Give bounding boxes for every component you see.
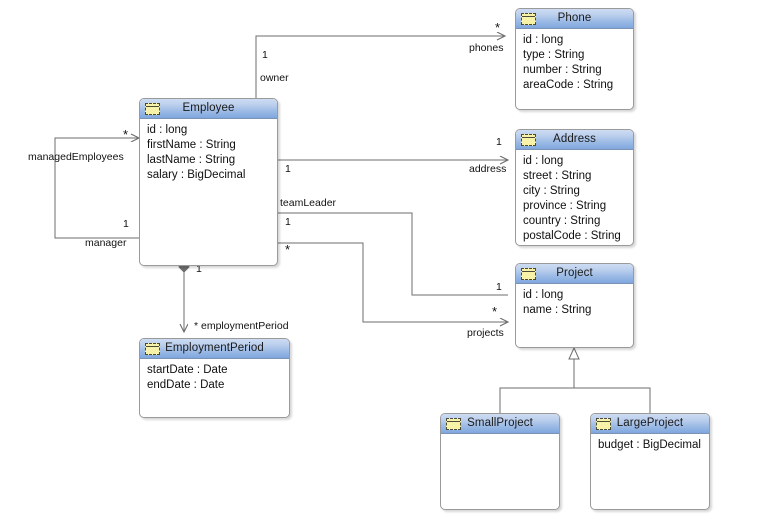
attribute-item: city : String xyxy=(523,185,580,197)
attribute-item: street : String xyxy=(523,170,592,182)
multiplicity-address-target: 1 xyxy=(496,136,502,148)
class-name-project: Project xyxy=(556,266,593,279)
class-box-small-project[interactable]: SmallProject xyxy=(440,413,560,510)
role-label-managed-employees: managedEmployees xyxy=(28,151,124,163)
attribute-item: name : String xyxy=(523,304,592,316)
class-header-address: Address xyxy=(516,130,633,150)
multiplicity-address-source: 1 xyxy=(285,163,291,175)
role-label-address: address xyxy=(469,163,507,175)
multiplicity-projects-source: * xyxy=(285,242,291,257)
class-icon xyxy=(145,343,160,355)
multiplicity-employment-period-source: 1 xyxy=(196,263,202,275)
multiplicity-manager-source: 1 xyxy=(123,218,129,230)
attribute-list-employment-period: startDate : Date endDate : Date xyxy=(140,359,289,393)
role-label-phones: phones xyxy=(469,42,504,54)
attribute-list-project: id : long name : String xyxy=(516,284,633,318)
class-name-phone: Phone xyxy=(557,11,592,24)
attribute-list-large-project: budget : BigDecimal xyxy=(591,434,709,453)
class-box-employment-period[interactable]: EmploymentPeriod startDate : Date endDat… xyxy=(139,338,290,418)
role-label-owner: owner xyxy=(260,72,289,84)
attribute-list-employee: id : long firstName : String lastName : … xyxy=(140,119,277,183)
class-name-employee: Employee xyxy=(182,101,235,114)
attribute-list-phone: id : long type : String number : String … xyxy=(516,29,633,93)
edge-employment-period xyxy=(178,261,190,332)
attribute-item: postalCode : String xyxy=(523,230,621,242)
attribute-item: salary : BigDecimal xyxy=(147,169,246,181)
class-name-employment-period: EmploymentPeriod xyxy=(165,341,264,354)
class-icon xyxy=(521,13,536,25)
class-box-employee[interactable]: Employee id : long firstName : String la… xyxy=(139,98,278,266)
attribute-item: number : String xyxy=(523,64,602,76)
attribute-item: country : String xyxy=(523,215,601,227)
attribute-item: id : long xyxy=(147,124,188,136)
class-icon xyxy=(145,103,160,115)
attribute-item: areaCode : String xyxy=(523,79,614,91)
edge-generalization xyxy=(499,346,651,413)
attribute-item: type : String xyxy=(523,49,585,61)
class-box-phone[interactable]: Phone id : long type : String number : S… xyxy=(515,8,634,110)
class-name-address: Address xyxy=(553,132,596,145)
attribute-list-address: id : long street : String city : String … xyxy=(516,150,633,244)
role-label-manager: manager xyxy=(85,237,127,249)
class-icon xyxy=(521,268,536,280)
class-name-small-project: SmallProject xyxy=(467,416,533,429)
multiplicity-team-leader-source: 1 xyxy=(285,216,291,228)
edge-phones xyxy=(255,36,505,98)
attribute-item: id : long xyxy=(523,155,564,167)
class-header-employment-period: EmploymentPeriod xyxy=(140,339,289,359)
multiplicity-managed-employees-target: * xyxy=(123,127,129,142)
class-header-phone: Phone xyxy=(516,9,633,29)
attribute-item: endDate : Date xyxy=(147,379,225,391)
multiplicity-projects-target: * xyxy=(492,304,498,319)
class-name-large-project: LargeProject xyxy=(616,416,684,429)
role-label-employment-period: * employmentPeriod xyxy=(194,320,289,332)
attribute-list-small-project xyxy=(441,434,559,438)
attribute-item: id : long xyxy=(523,289,564,301)
class-box-project[interactable]: Project id : long name : String xyxy=(515,263,634,348)
class-header-large-project: LargeProject xyxy=(591,414,709,434)
class-icon xyxy=(446,418,461,430)
class-header-employee: Employee xyxy=(140,99,277,119)
multiplicity-team-leader-target: 1 xyxy=(496,281,502,293)
edge-projects xyxy=(278,242,508,322)
attribute-item: startDate : Date xyxy=(147,364,228,376)
class-box-address[interactable]: Address id : long street : String city :… xyxy=(515,129,634,246)
multiplicity-phones-source: 1 xyxy=(262,49,268,61)
role-label-team-leader: teamLeader xyxy=(280,197,337,209)
multiplicity-phones-target: * xyxy=(495,20,501,35)
attribute-item: firstName : String xyxy=(147,139,236,151)
class-icon xyxy=(521,134,536,146)
class-icon xyxy=(596,418,611,430)
class-header-project: Project xyxy=(516,264,633,284)
class-box-large-project[interactable]: LargeProject budget : BigDecimal xyxy=(590,413,710,510)
attribute-item: province : String xyxy=(523,200,607,212)
attribute-item: lastName : String xyxy=(147,154,236,166)
attribute-item: id : long xyxy=(523,34,564,46)
class-header-small-project: SmallProject xyxy=(441,414,559,434)
attribute-item: budget : BigDecimal xyxy=(598,439,701,451)
edge-team-leader xyxy=(278,213,508,296)
role-label-projects: projects xyxy=(467,327,504,339)
